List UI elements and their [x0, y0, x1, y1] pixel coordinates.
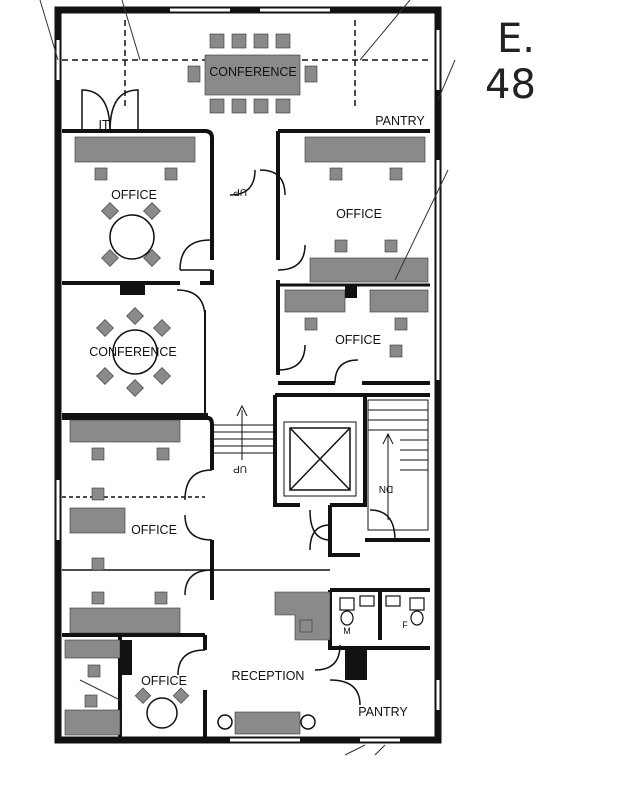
stair-up-treads — [212, 404, 275, 460]
restroom-label-women: F — [402, 620, 408, 630]
room-label-office-right: OFFICE — [335, 333, 381, 347]
room-label-it: IT — [98, 118, 109, 132]
round-tables — [109, 214, 316, 730]
furniture — [64, 33, 429, 736]
room-label-pantry-top: PANTRY — [375, 114, 425, 128]
leader-lines — [39, 0, 456, 756]
restroom-label-men: M — [343, 626, 351, 636]
round-table-chairs — [96, 202, 190, 704]
sheet-number-line2: 48 — [485, 62, 536, 108]
stair-label-dn: DN — [379, 483, 393, 494]
room-label-reception: RECEPTION — [232, 669, 305, 683]
elevator — [283, 421, 357, 497]
restroom-fixtures — [339, 595, 425, 626]
sheet-number-line1: E. — [497, 16, 535, 62]
room-label-pantry-bottom: PANTRY — [358, 705, 408, 719]
windows — [56, 8, 440, 742]
dark-blocks — [120, 285, 367, 680]
room-label-office-left: OFFICE — [131, 523, 177, 537]
stair-label-up: UP — [233, 463, 247, 474]
stair-down — [367, 399, 429, 531]
door-swings — [81, 89, 396, 706]
stair-label-up-top: UP — [233, 186, 247, 197]
room-label-conference-left: CONFERENCE — [89, 345, 177, 359]
room-label-conference-top: CONFERENCE — [209, 65, 297, 79]
room-label-office-bottom-left: OFFICE — [141, 674, 187, 688]
room-label-office-upper-left: OFFICE — [111, 188, 157, 202]
room-label-office-upper-right: OFFICE — [336, 207, 382, 221]
